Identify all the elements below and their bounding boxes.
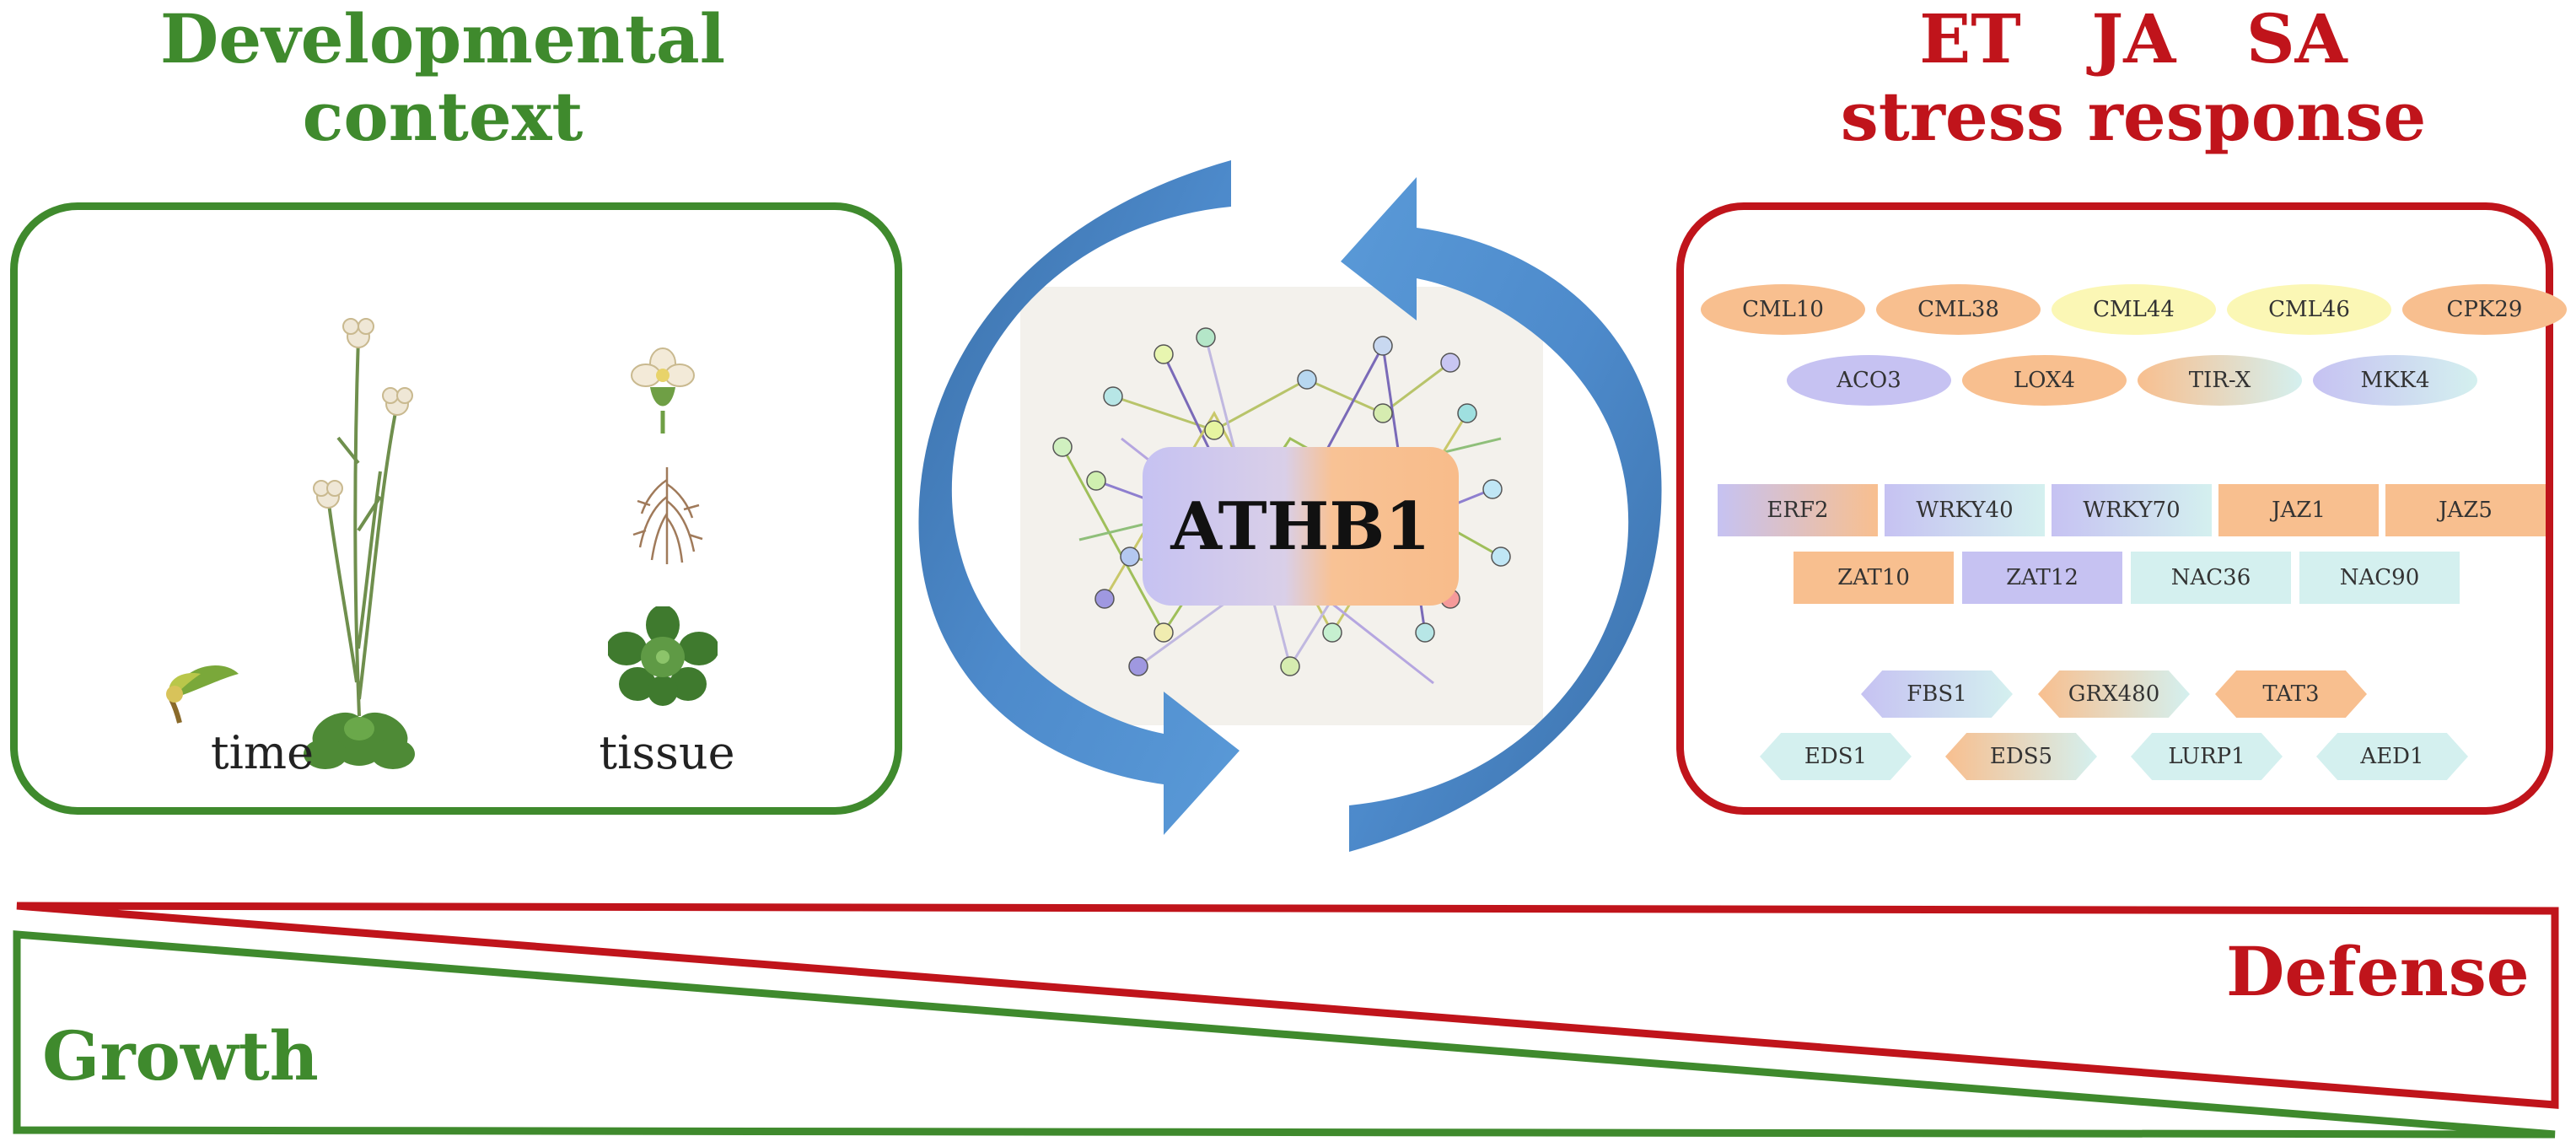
- gene-hexagon: EDS1: [1760, 733, 1912, 780]
- gene-rect: ZAT12: [1962, 552, 2122, 604]
- gene-rect: ZAT10: [1794, 552, 1954, 604]
- developmental-title-line1: Developmental: [159, 0, 726, 78]
- rosette-icon: [608, 606, 718, 706]
- gene-ellipse: TIR-X: [2138, 355, 2302, 406]
- caption-time: time: [210, 726, 315, 779]
- gene-hexagon: TAT3: [2215, 670, 2367, 718]
- caption-tissue: tissue: [599, 726, 735, 779]
- athb1-hub-label: ATHB1: [1170, 487, 1431, 565]
- stress-title: ET JA SA stress response: [1754, 0, 2513, 155]
- gene-rect: WRKY70: [2052, 484, 2212, 536]
- tradeoff-wedges: [13, 902, 2559, 1139]
- gene-hexagon: GRX480: [2038, 670, 2190, 718]
- gene-rect: NAC90: [2299, 552, 2460, 604]
- gene-ellipse: MKK4: [2313, 355, 2477, 406]
- root-icon: [632, 467, 703, 564]
- gene-ellipse: CML10: [1701, 284, 1865, 335]
- developmental-panel: time tissue: [10, 202, 902, 815]
- gene-rect: NAC36: [2131, 552, 2291, 604]
- stress-response-panel: CML10 CML38 CML44 CML46 CPK29 ACO3 LOX4 …: [1676, 202, 2567, 815]
- gene-rect: JAZ5: [2385, 484, 2546, 536]
- gene-ellipse: CML38: [1876, 284, 2041, 335]
- seedling-icon: [166, 665, 239, 724]
- arrow-left-cycle: [918, 160, 1240, 835]
- gene-hexagon: FBS1: [1861, 670, 2013, 718]
- growth-wedge: [13, 930, 2556, 1139]
- gene-hexagon: LURP1: [2131, 733, 2283, 780]
- gene-hexagon: EDS5: [1945, 733, 2097, 780]
- gene-ellipse: CML44: [2052, 284, 2216, 335]
- growth-label: Growth: [42, 1016, 319, 1096]
- gene-ellipse: CPK29: [2402, 284, 2567, 335]
- defense-wedge: [16, 902, 2559, 1109]
- flowering-plant-icon: [304, 318, 415, 769]
- flower-icon: [631, 347, 695, 433]
- stress-title-line1: ET JA SA: [1919, 0, 2347, 78]
- gene-rect: WRKY40: [1885, 484, 2045, 536]
- athb1-hub: ATHB1: [1143, 447, 1459, 606]
- gene-rect: ERF2: [1718, 484, 1878, 536]
- gene-ellipse: ACO3: [1787, 355, 1951, 406]
- developmental-title-line2: context: [302, 77, 583, 156]
- stress-title-line2: stress response: [1840, 77, 2427, 156]
- gene-rect: JAZ1: [2218, 484, 2379, 536]
- developmental-title: Developmental context: [126, 0, 759, 155]
- gene-ellipse: LOX4: [1962, 355, 2127, 406]
- arrow-right-cycle: [1341, 177, 1662, 852]
- defense-label: Defense: [2226, 932, 2530, 1011]
- gene-hexagon: AED1: [2316, 733, 2468, 780]
- gene-ellipse: CML46: [2227, 284, 2391, 335]
